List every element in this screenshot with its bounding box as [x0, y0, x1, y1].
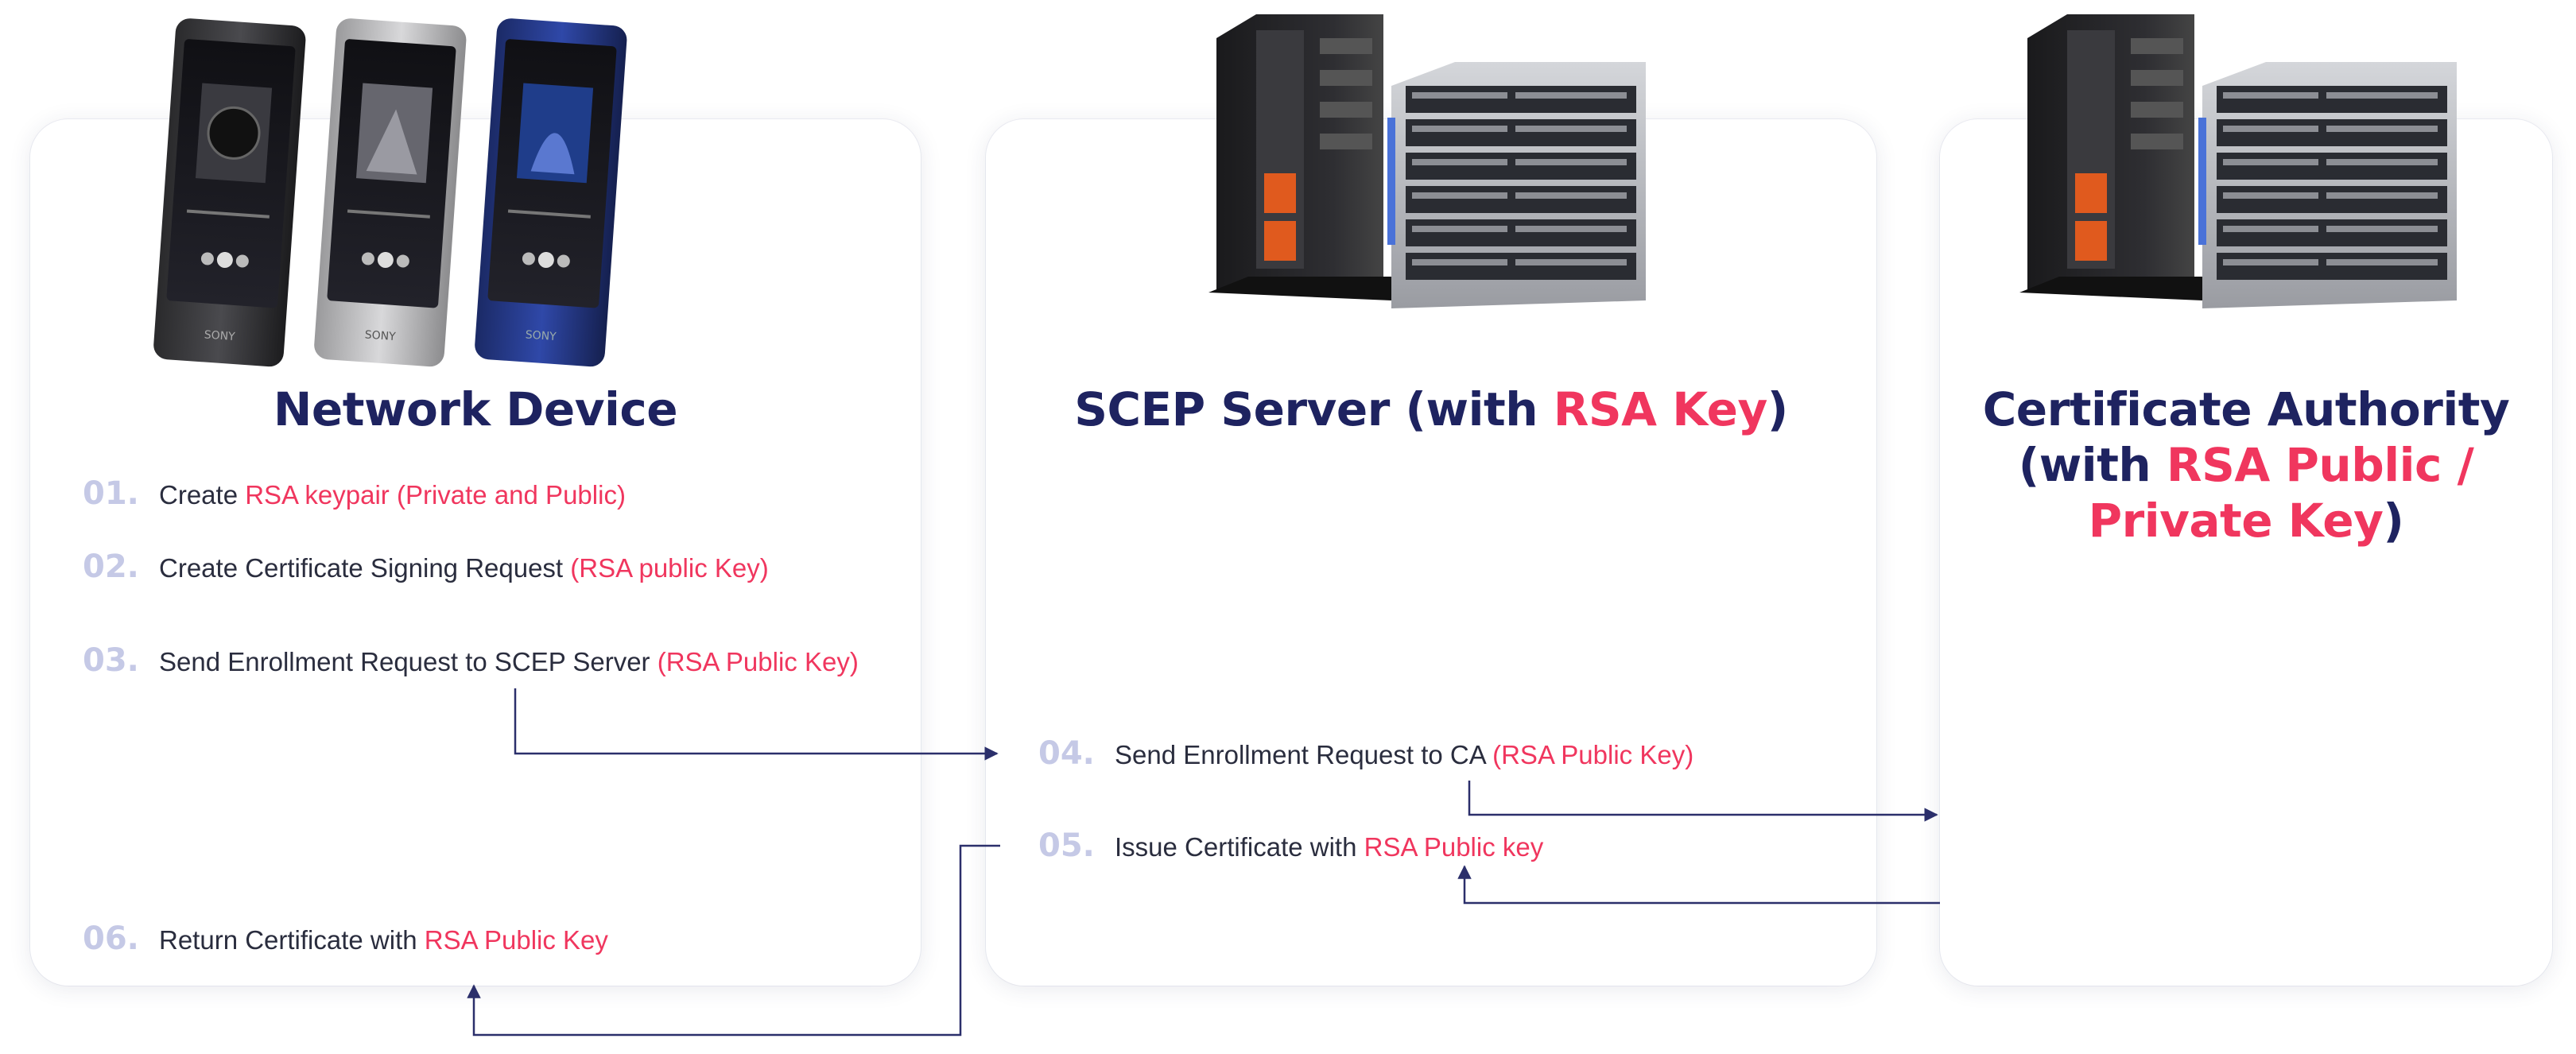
- step-02: 02. Create Certificate Signing Request (…: [83, 548, 769, 585]
- step-number: 05.: [1038, 827, 1095, 864]
- step-number: 02.: [83, 548, 139, 585]
- svg-text:SONY: SONY: [204, 328, 235, 343]
- step-06: 06. Return Certificate with RSA Public K…: [83, 920, 608, 957]
- arrow-ca-to-step05: [1457, 865, 1940, 905]
- arrow-step04-to-ca: [1468, 781, 1938, 822]
- step-number: 04.: [1038, 735, 1095, 772]
- arrow-scep-to-step06: [467, 844, 1000, 1037]
- scep-server-title: SCEP Server (with RSA Key): [1074, 382, 1788, 436]
- step-number: 01.: [83, 475, 139, 512]
- step-text: Create RSA keypair (Private and Public): [159, 480, 626, 510]
- svg-text:SONY: SONY: [364, 328, 396, 343]
- arrow-step03-to-scep: [514, 688, 999, 761]
- step-text: Send Enrollment Request to CA (RSA Publi…: [1115, 740, 1694, 769]
- music-player-blue: SONY: [475, 18, 627, 367]
- step-03: 03. Send Enrollment Request to SCEP Serv…: [83, 642, 859, 679]
- step-text: Return Certificate with RSA Public Key: [159, 925, 608, 955]
- step-05: 05. Issue Certificate with RSA Public ke…: [1038, 827, 1543, 864]
- step-number: 03.: [83, 642, 139, 679]
- network-device-title: Network Device: [273, 382, 678, 436]
- step-01: 01. Create RSA keypair (Private and Publ…: [83, 475, 626, 512]
- music-player-black: SONY: [153, 18, 306, 367]
- step-04: 04. Send Enrollment Request to CA (RSA P…: [1038, 735, 1693, 772]
- step-number: 06.: [83, 920, 139, 957]
- svg-text:SONY: SONY: [525, 328, 557, 343]
- step-text: Issue Certificate with RSA Public key: [1115, 832, 1544, 862]
- music-player-silver: SONY: [314, 18, 467, 367]
- certificate-authority-title: Certificate Authority (with RSA Public /…: [1982, 382, 2510, 548]
- step-text: Create Certificate Signing Request (RSA …: [159, 553, 769, 583]
- step-text: Send Enrollment Request to SCEP Server (…: [159, 647, 859, 676]
